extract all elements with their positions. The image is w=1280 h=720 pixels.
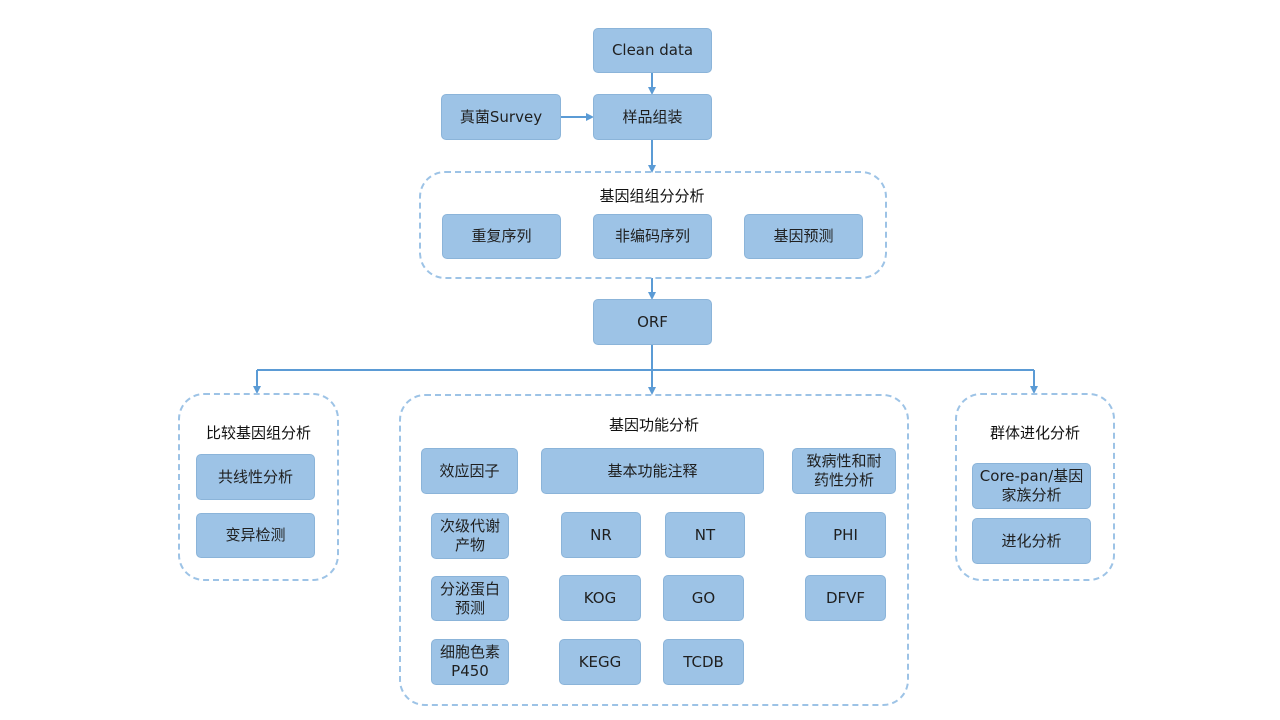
phi-box: PHI xyxy=(805,512,886,558)
repeat-sequence-box: 重复序列 xyxy=(442,214,561,259)
sample-assembly-box: 样品组装 xyxy=(593,94,712,140)
basic-annotation-box: 基本功能注释 xyxy=(541,448,764,494)
population-evolution-group xyxy=(955,393,1115,581)
noncoding-sequence-box: 非编码序列 xyxy=(593,214,712,259)
fungi-survey-box: 真菌Survey xyxy=(441,94,561,140)
tcdb-box: TCDB xyxy=(663,639,744,685)
pathogenicity-resistance-box: 致病性和耐药性分析 xyxy=(792,448,896,494)
clean-data-box: Clean data xyxy=(593,28,712,73)
collinearity-box: 共线性分析 xyxy=(196,454,315,500)
genome-component-title: 基因组组分分析 xyxy=(599,187,705,205)
gene-function-title: 基因功能分析 xyxy=(608,416,699,434)
gene-prediction-box: 基因预测 xyxy=(744,214,863,259)
comparative-genomics-group xyxy=(178,393,339,581)
kog-box: KOG xyxy=(559,575,641,621)
secreted-protein-box: 分泌蛋白预测 xyxy=(431,576,509,621)
orf-box: ORF xyxy=(593,299,712,345)
population-evolution-title: 群体进化分析 xyxy=(989,424,1080,442)
cytochrome-p450-box: 细胞色素P450 xyxy=(431,639,509,685)
gene-function-group xyxy=(399,394,909,706)
go-box: GO xyxy=(663,575,744,621)
core-pan-gene-family-box: Core-pan/基因家族分析 xyxy=(972,463,1091,509)
effector-box: 效应因子 xyxy=(421,448,518,494)
dfvf-box: DFVF xyxy=(805,575,886,621)
nt-box: NT xyxy=(665,512,745,558)
kegg-box: KEGG xyxy=(559,639,641,685)
genome-component-group xyxy=(419,171,887,279)
secondary-metabolite-box: 次级代谢产物 xyxy=(431,513,509,559)
nr-box: NR xyxy=(561,512,641,558)
evolution-analysis-box: 进化分析 xyxy=(972,518,1091,564)
variation-detection-box: 变异检测 xyxy=(196,513,315,558)
comparative-genomics-title: 比较基因组分析 xyxy=(205,424,311,442)
